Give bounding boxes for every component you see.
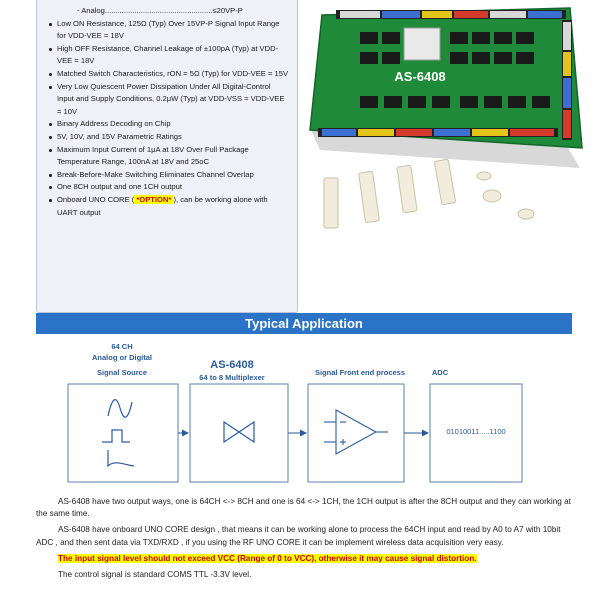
- mux-subtitle: 64 to 8 Multiplexer: [199, 373, 265, 382]
- source-label-1: 64 CH: [111, 342, 132, 351]
- paragraph-outputs: AS-6408 have two output ways, one is 64C…: [36, 497, 571, 519]
- board-label: AS-6408: [394, 69, 445, 84]
- paragraph-control-signal: The control signal is standard COMS TTL …: [58, 570, 252, 580]
- feature-item: Break-Before-Make Switching Eliminates C…: [47, 169, 289, 182]
- mux-switch-icon: [223, 420, 255, 444]
- sine-wave-icon: [107, 399, 133, 418]
- square-wave-icon: [102, 429, 130, 443]
- uno-core-suffix: ), can be working alone with UART output: [57, 194, 268, 217]
- frontend-label: Signal Front end process: [315, 368, 405, 377]
- feature-item: Low ON Resistance, 125Ω (Typ) Over 15VP-…: [47, 18, 289, 43]
- nylon-standoffs: [323, 158, 535, 229]
- body-text: AS-6408 have two output ways, one is 64C…: [36, 496, 576, 585]
- feature-analog-line: - Analog................................…: [77, 6, 243, 15]
- adc-label: ADC: [432, 368, 449, 377]
- header-pins-right: [562, 20, 572, 140]
- typical-application-diagram: 64 CH Analog or Digital Signal Source AS…: [67, 342, 523, 483]
- decay-wave-icon: [107, 450, 135, 468]
- feature-list: Low ON Resistance, 125Ω (Typ) Over 15VP-…: [47, 18, 289, 220]
- option-highlight: *OPTION*: [134, 194, 174, 204]
- section-title: Typical Application: [36, 313, 572, 334]
- adc-value: 01010011.....1100: [446, 427, 505, 436]
- paragraph-uno-core: AS-6408 have onboard UNO CORE design , t…: [36, 525, 561, 547]
- mux-title: AS-6408: [210, 359, 253, 371]
- feature-item: Matched Switch Characteristics, rON = 5Ω…: [47, 68, 289, 81]
- features-box: - Analog................................…: [36, 0, 298, 313]
- feature-item: Maximum Input Current of 1μA at 18V Over…: [47, 144, 289, 169]
- warning-text: The input signal level should not exceed…: [58, 553, 477, 563]
- feature-item: One 8CH output and one 1CH output: [47, 181, 289, 194]
- header-pins-bottom: [318, 128, 558, 137]
- feature-item: High OFF Resistance, Channel Leakage of …: [47, 43, 289, 68]
- feature-item: Very Low Quiescent Power Dissipation Und…: [47, 81, 289, 119]
- paragraph-warning: The input signal level should not exceed…: [36, 553, 576, 565]
- source-label-3: Signal Source: [97, 368, 147, 377]
- feature-item: 5V, 10V, and 15V Parametric Ratings: [47, 131, 289, 144]
- board-photo: AS-6408: [300, 0, 590, 262]
- header-pins-top: [336, 10, 566, 19]
- feature-item: Binary Address Decoding on Chip: [47, 118, 289, 131]
- opamp-icon: [324, 409, 388, 455]
- uno-core-prefix: Onboard UNO CORE (: [57, 194, 135, 204]
- feature-item-uno-core: Onboard UNO CORE ( *OPTION* ), can be wo…: [47, 194, 289, 219]
- source-label-2: Analog or Digital: [92, 353, 152, 362]
